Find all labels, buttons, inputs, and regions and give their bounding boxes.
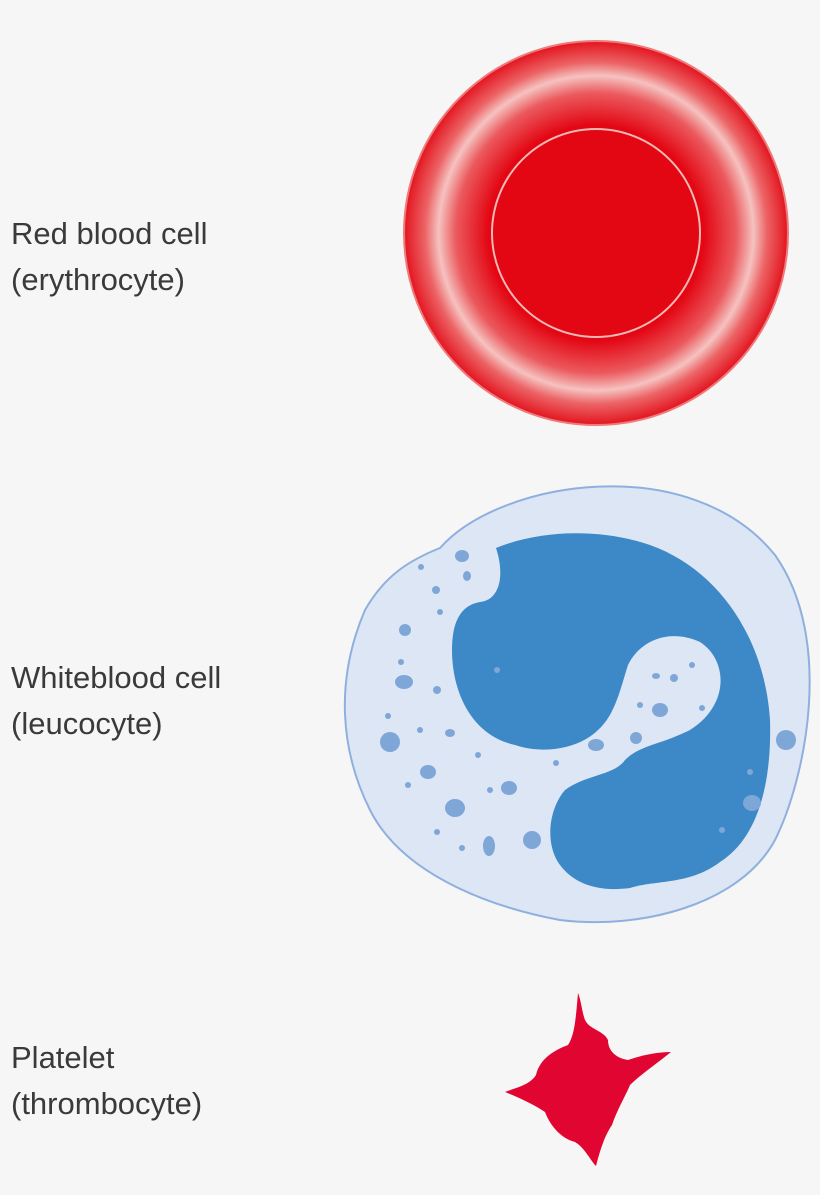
white-blood-cell-name: Whiteblood cell [11,660,222,695]
platelet-icon [505,993,671,1166]
platelet-name: Platelet [11,1040,115,1075]
white-blood-cell-icon [343,485,811,924]
red-blood-cell-label: Red blood cell (erythrocyte) [11,211,207,303]
red-blood-cell-alt-name: (erythrocyte) [11,262,185,297]
red-blood-cell-icon [403,40,789,426]
white-blood-cell-label: Whiteblood cell (leucocyte) [11,655,221,747]
white-blood-cell-alt-name: (leucocyte) [11,706,163,741]
red-blood-cell-name: Red blood cell [11,216,208,251]
platelet-alt-name: (thrombocyte) [11,1086,203,1121]
platelet-label: Platelet (thrombocyte) [11,1035,202,1127]
